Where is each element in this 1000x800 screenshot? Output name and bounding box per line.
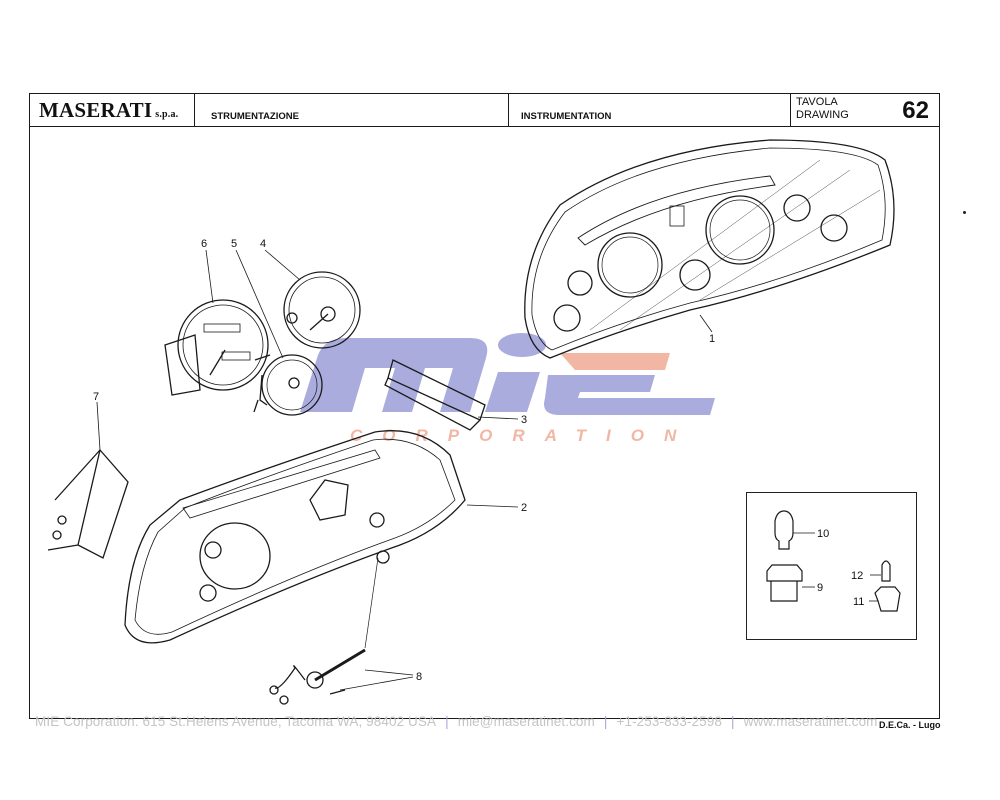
- part-6-speedometer-icon: [164, 299, 271, 396]
- part-11-small-holder-icon: [869, 586, 901, 612]
- callout-4: 4: [260, 238, 266, 250]
- footer-separator: |: [445, 714, 449, 729]
- label-tavola: TAVOLA: [796, 96, 838, 108]
- part-2-housing-icon: [124, 430, 466, 644]
- brand-suffix: s.p.a.: [155, 109, 179, 120]
- part-8-connector-icon: [269, 557, 379, 705]
- brand-name: MASERATI: [39, 98, 153, 122]
- callout-6: 6: [201, 238, 207, 250]
- part-3-gauge-cluster-icon: [384, 359, 486, 431]
- part-5-clock-icon: [253, 354, 323, 416]
- footer-email[interactable]: mie@maseratinet.com: [457, 714, 595, 729]
- callout-7: 7: [93, 391, 99, 403]
- drawing-label: TAVOLA DRAWING: [796, 96, 849, 122]
- part-1-cover-icon: [524, 139, 895, 359]
- callout-2: 2: [521, 502, 527, 514]
- callout-9: 9: [817, 582, 823, 594]
- label-drawing: DRAWING: [796, 109, 849, 121]
- title-italian: STRUMENTAZIONE: [195, 94, 509, 126]
- leader-lines: [96, 249, 713, 691]
- drawing-author: D.E.Ca. - Lugo: [879, 720, 941, 730]
- part-10-bulb-icon: [774, 510, 815, 550]
- scan-speck: [963, 211, 966, 214]
- part-9-holder-icon: [766, 564, 815, 602]
- footer-separator: |: [603, 714, 608, 729]
- part-4-tachometer-icon: [283, 271, 361, 349]
- footer-address: MIE Corporation. 615 St.Helens Avenue, T…: [35, 714, 437, 729]
- callout-5: 5: [231, 238, 237, 250]
- callout-1: 1: [709, 333, 715, 345]
- footer-website[interactable]: www.maseratinet.com: [743, 714, 878, 729]
- part-12-small-bulb-icon: [870, 560, 891, 582]
- callout-10: 10: [817, 528, 829, 540]
- title-english: INSTRUMENTATION: [509, 94, 791, 126]
- bulb-inset-box: 10 9 12 11: [746, 492, 917, 640]
- callout-11: 11: [853, 596, 864, 608]
- callout-3: 3: [521, 414, 527, 426]
- drawing-number-cell: TAVOLA DRAWING 62: [791, 94, 939, 126]
- drawing-number: 62: [902, 97, 929, 124]
- callout-8: 8: [416, 671, 422, 683]
- footer-separator: |: [730, 714, 735, 729]
- footer-phone: +1-253-833-2598: [616, 714, 722, 729]
- watermark-footer: MIE Corporation. 615 St.Helens Avenue, T…: [35, 714, 878, 729]
- callout-12: 12: [851, 570, 863, 582]
- part-7-oil-gauges-icon: [47, 448, 129, 559]
